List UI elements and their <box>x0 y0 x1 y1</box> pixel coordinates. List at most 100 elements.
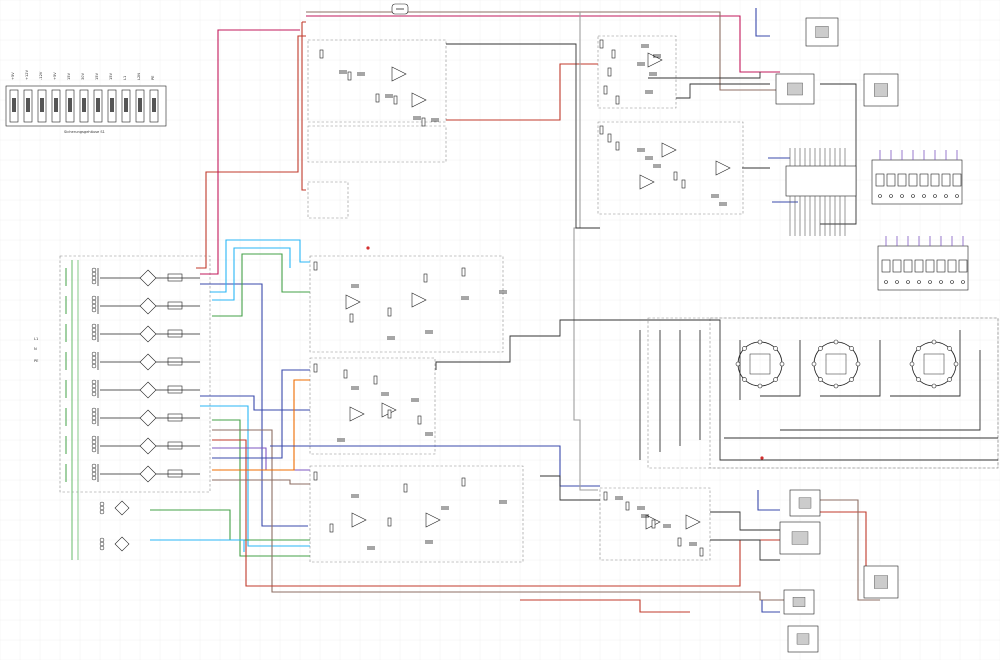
transformer-icon <box>91 471 97 477</box>
tube-pin <box>757 339 763 345</box>
relay-board-1[interactable] <box>871 150 963 205</box>
terminal-pin-label: +12V <box>25 69 29 80</box>
relay-icon <box>925 259 935 273</box>
relay-terminal <box>895 280 899 284</box>
wire-red-1 <box>196 35 306 269</box>
wire-green-1 <box>212 253 310 317</box>
relay-icon <box>941 173 951 187</box>
tube-pin <box>833 339 839 345</box>
wire-green-3 <box>150 509 310 541</box>
resistor <box>375 93 380 103</box>
fuse-icon <box>124 98 128 112</box>
transformer-icon <box>99 505 105 511</box>
transformer-icon <box>91 443 97 449</box>
module-chip <box>791 531 809 545</box>
module-box-top-amp <box>307 39 447 123</box>
regulator <box>167 385 183 394</box>
tube-pin <box>909 361 915 367</box>
tube-pin <box>773 346 778 351</box>
transformer-icon <box>91 383 97 389</box>
resistor <box>417 415 422 425</box>
opamp-icon <box>715 160 731 176</box>
opamp-icon <box>351 512 367 528</box>
resistor <box>349 313 354 323</box>
wire-red-6 <box>820 511 867 566</box>
opamp-icon <box>647 52 663 68</box>
terminal-pin-label: 15V <box>67 72 71 80</box>
relay-icon <box>936 259 946 273</box>
rectifier-bridge-icon <box>139 297 157 315</box>
transformer-icon <box>91 419 97 425</box>
wire-blue-5 <box>755 8 770 37</box>
resistor <box>387 409 392 419</box>
relay-terminal <box>961 280 965 284</box>
wire-red-4 <box>212 439 780 587</box>
wire-blue-9 <box>761 600 780 613</box>
module-icon <box>805 17 839 47</box>
transformer-icon <box>91 295 97 301</box>
opamp-icon <box>685 514 701 530</box>
resistor <box>313 471 318 481</box>
module-box-small <box>307 181 349 219</box>
resistor <box>329 523 334 533</box>
resistor <box>599 39 604 49</box>
relay-terminal <box>911 194 915 198</box>
relay-terminal <box>950 280 954 284</box>
wire-blue-8 <box>757 490 780 511</box>
rectifier-bridge-icon <box>139 269 157 287</box>
resistor <box>603 85 608 95</box>
module-chip <box>796 633 810 645</box>
opamp-icon <box>661 142 677 158</box>
fuse-icon <box>68 98 72 112</box>
resistor <box>681 179 686 189</box>
tube-pin <box>833 383 839 389</box>
terminal-pin-label: L1 <box>123 76 127 80</box>
relay-terminal <box>922 194 926 198</box>
relay-terminal <box>933 194 937 198</box>
relay-terminal <box>900 194 904 198</box>
red-marker-2 <box>760 456 764 460</box>
resistor <box>699 547 704 557</box>
transformer-icon <box>91 275 97 281</box>
tube-pin <box>849 377 854 382</box>
interface-board[interactable] <box>785 148 857 236</box>
module-icons[interactable] <box>775 17 899 653</box>
transformer-icon <box>99 541 105 547</box>
transformer-icon <box>91 299 97 305</box>
relay-terminal <box>939 280 943 284</box>
transformer-icon <box>91 355 97 361</box>
mains-label-pe: PE <box>34 359 39 363</box>
relay-icon <box>952 173 962 187</box>
fuse-icon <box>26 98 30 112</box>
terminal-pin-label: PE <box>151 75 155 80</box>
relay-board-2[interactable] <box>877 236 969 291</box>
resistor <box>343 369 348 379</box>
rectifier-bridge-icon <box>114 500 130 516</box>
relay-icon <box>958 259 968 273</box>
relay-terminal <box>878 194 882 198</box>
wire-cyan-4 <box>150 539 245 552</box>
resistor <box>673 171 678 181</box>
regulator <box>167 469 183 478</box>
tube-pin <box>735 361 741 367</box>
relay-icon <box>908 173 918 187</box>
resistor <box>625 501 630 511</box>
rectifier-bridge-icon <box>139 353 157 371</box>
resistor <box>403 483 408 493</box>
module-chip <box>874 575 889 589</box>
module-box-center-2 <box>309 357 436 455</box>
tube-element <box>923 353 945 375</box>
opamp-icon <box>411 92 427 108</box>
wire-red-3 <box>446 63 598 121</box>
fuse-icon <box>12 98 16 112</box>
relay-terminal <box>917 280 921 284</box>
wiring <box>150 8 880 613</box>
transformer-icon <box>91 307 97 313</box>
regulator <box>167 301 183 310</box>
resistor <box>423 273 428 283</box>
top-connector[interactable] <box>391 3 409 15</box>
relay-icon <box>875 173 885 187</box>
fuse-icon <box>138 98 142 112</box>
regulator <box>167 357 183 366</box>
